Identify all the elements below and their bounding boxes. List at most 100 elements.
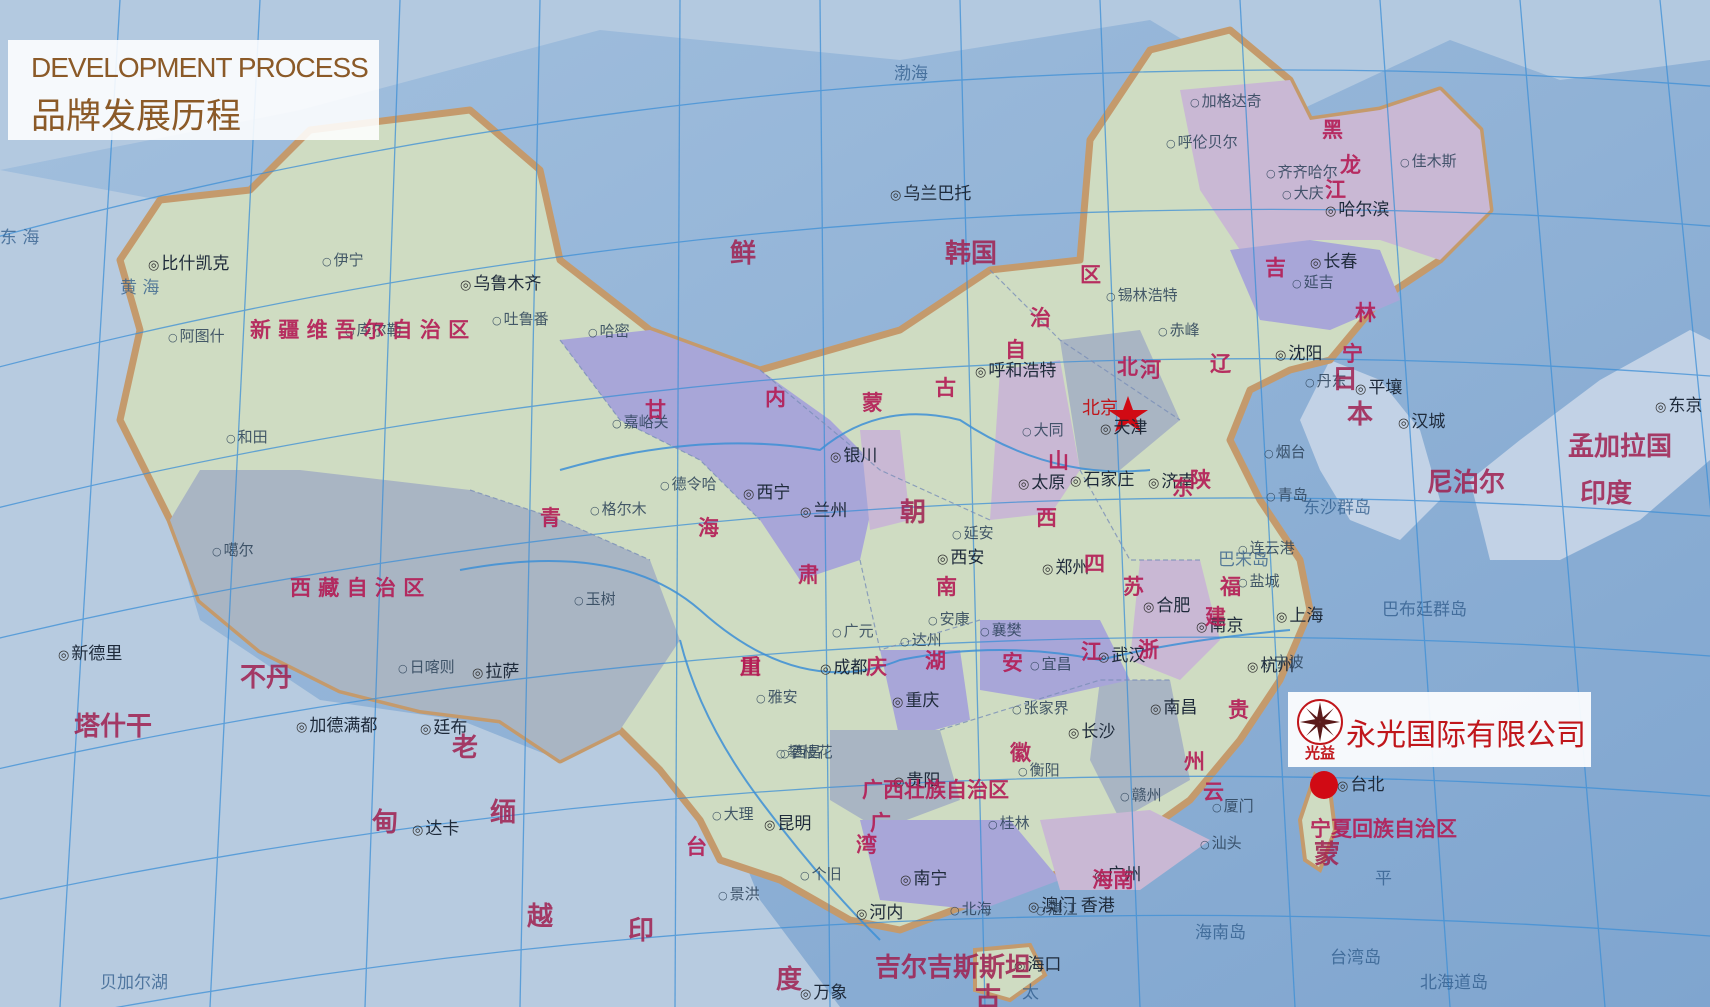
map-label-city: 郑州 — [1042, 560, 1089, 577]
map-label-town: 玉树 — [574, 592, 616, 607]
map-label-prov: 河 — [1140, 358, 1161, 382]
map-label-town: 青岛 — [1266, 488, 1308, 503]
sunburst-logo-icon: 光益 — [1297, 699, 1343, 762]
map-label-country: 印 — [628, 916, 655, 946]
map-label-country: 印度 — [1580, 479, 1633, 509]
map-label-town: 齐齐哈尔 — [1266, 165, 1338, 180]
map-label-prov: 肃 — [798, 563, 819, 587]
map-label-prov: 苏 — [1123, 575, 1144, 599]
map-label-town: 赣州 — [1120, 788, 1162, 803]
title-panel: DEVELOPMENT PROCESS 品牌发展历程 — [8, 40, 379, 140]
map-label-city: 河内 — [856, 905, 903, 922]
map-label-city: 西宁 — [743, 485, 790, 502]
map-label-town: 阿图什 — [168, 329, 225, 344]
map-label-city: 万象 — [800, 985, 847, 1002]
map-label-town: 烟台 — [1264, 445, 1306, 460]
map-label-prov: 吉 — [1265, 256, 1286, 280]
map-label-city: 台北 — [1337, 777, 1384, 794]
map-label-town: 个旧 — [800, 867, 842, 882]
map-label-city: 比什凯克 — [148, 256, 229, 273]
map-label-prov: 辽 — [1210, 352, 1231, 376]
map-label-town: 哈密 — [588, 324, 630, 339]
map-label-prov: 贵 — [1228, 698, 1249, 722]
map-label-sea: 巴宋岛 — [1218, 550, 1269, 570]
map-label-city: 南昌 — [1150, 700, 1197, 717]
map-label-town: 格尔木 — [590, 502, 647, 517]
map-label-prov: 甘 — [645, 398, 666, 422]
map-label-town: 伊宁 — [322, 253, 364, 268]
map-label-prov: 区 — [1080, 263, 1101, 287]
map-label-city: 廷布 — [420, 720, 467, 737]
map-label-town: 汕头 — [1200, 836, 1242, 851]
map-label-sea: 巴布廷群岛 — [1382, 600, 1467, 620]
map-label-prov: 古 — [935, 376, 956, 400]
map-label-city: 重庆 — [892, 693, 939, 710]
map-label-prov: 安 — [1002, 651, 1023, 675]
map-label-capital: 北京 — [1082, 398, 1118, 419]
map-label-city: 长沙 — [1068, 724, 1115, 741]
map-label-town: 大同 — [1022, 423, 1064, 438]
map-label-country: 尼泊尔 — [1427, 468, 1506, 498]
neighbor-land-west — [0, 170, 840, 1007]
map-label-prov: 西 — [1036, 506, 1057, 530]
capital-star — [1108, 396, 1148, 432]
map-label-town: 桂林 — [988, 816, 1030, 831]
map-label-prov: 海南 — [1092, 868, 1134, 892]
map-label-country: 缅 — [490, 798, 517, 828]
map-label-sea: 海南岛 — [1195, 923, 1246, 943]
map-label-sea: 平 — [1375, 869, 1392, 889]
map-label-prov: 山 — [1048, 449, 1069, 473]
map-label-town: 达州 — [900, 633, 942, 648]
map-label-prov: 福 — [1220, 575, 1241, 599]
map-label-prov: 江 — [1081, 640, 1102, 664]
province-borders — [469, 269, 1200, 731]
map-label-prov: 海 — [698, 516, 719, 540]
map-label-sea: 太 — [1022, 983, 1039, 1003]
map-label-town: 库尔勒 — [345, 323, 402, 338]
map-label-city: 平壤 — [1355, 380, 1402, 397]
map-label-country: 度 — [776, 965, 803, 995]
map-label-country: 日 — [1332, 365, 1359, 395]
map-label-town: 攀枝花 — [776, 745, 833, 760]
title-english: DEVELOPMENT PROCESS — [31, 52, 369, 83]
map-label-sea: 台湾岛 — [1330, 948, 1381, 968]
map-label-prov: 湖 — [925, 649, 946, 673]
map-label-country: 塔什干 — [74, 712, 153, 742]
map-label-prov: 自 — [1005, 338, 1026, 362]
map-label-city: 东京 — [1655, 398, 1702, 415]
map-label-town: 吐鲁番 — [492, 312, 549, 327]
map-label-country: 孟加拉国 — [1568, 432, 1673, 462]
map-label-prov: 广西壮族自治区 — [862, 778, 1009, 802]
map-label-city: 昆明 — [764, 816, 811, 833]
map-label-prov: 浙 — [1138, 638, 1159, 662]
map-label-country: 古 — [975, 983, 1002, 1007]
map-label-city: 乌兰巴托 — [890, 186, 971, 203]
map-label-city: 加德满都 — [296, 718, 377, 735]
map-label-country: 越 — [527, 902, 554, 932]
map-label-prov: 黑 — [1322, 118, 1343, 142]
map-label-city: 银川 — [830, 448, 877, 465]
map-label-prov: 东 — [1172, 476, 1193, 500]
map-label-country: 朝 — [900, 498, 927, 528]
map-label-country: 老 — [452, 733, 479, 763]
map-label-prov: 新 疆 维 吾 尔 自 治 区 — [250, 318, 470, 342]
region-hebei — [1060, 330, 1180, 470]
map-label-prov: 蒙 — [862, 391, 883, 415]
region-tibet — [170, 470, 680, 760]
map-label-town: 日喀则 — [398, 660, 455, 675]
map-label-prov: 治 — [1030, 306, 1051, 330]
map-label-town: 嘉峪关 — [612, 415, 669, 430]
map-label-sea: 东 海 — [0, 228, 40, 248]
map-label-city: 南京 — [1196, 618, 1243, 635]
title-chinese: 品牌发展历程 — [31, 97, 242, 137]
map-label-town: 宁波 — [1262, 655, 1304, 670]
map-label-town: 大理 — [712, 807, 754, 822]
map-label-country: 蒙 — [1314, 840, 1341, 870]
map-label-town: 广元 — [832, 624, 874, 639]
map-label-prov: 川 — [740, 655, 761, 679]
map-label-prov: 内 — [765, 386, 786, 410]
map-label-prov: 青 — [540, 506, 561, 530]
map-label-prov: 台 — [686, 835, 707, 859]
map-label-city: 长春 — [1310, 254, 1357, 271]
